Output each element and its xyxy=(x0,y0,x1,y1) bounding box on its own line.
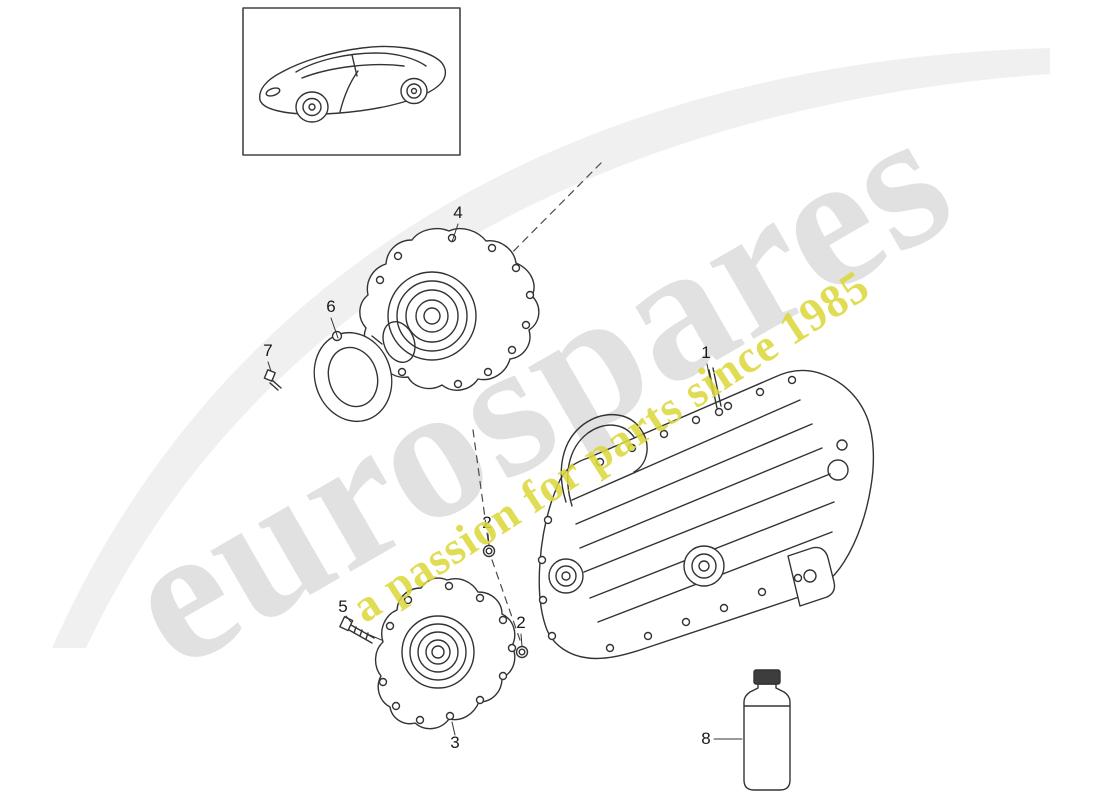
vehicle-thumbnail xyxy=(242,7,461,156)
part-transmission-case xyxy=(537,367,875,660)
leader-lines xyxy=(267,223,743,740)
callout-2-lower[interactable]: 2 xyxy=(516,613,525,632)
callout-4[interactable]: 4 xyxy=(453,203,462,222)
callout-5[interactable]: 5 xyxy=(338,597,347,616)
callout-6[interactable]: 6 xyxy=(326,297,335,316)
part-bell-housing-lower xyxy=(374,577,517,730)
callout-3[interactable]: 3 xyxy=(450,733,459,752)
callout-2-upper[interactable]: 2 xyxy=(482,513,491,532)
part-bell-housing-upper xyxy=(359,227,540,391)
part-nut-upper xyxy=(482,544,496,558)
callout-7[interactable]: 7 xyxy=(263,341,272,360)
callout-1[interactable]: 1 xyxy=(701,343,710,362)
part-nut-lower xyxy=(515,645,529,659)
part-fluid-bottle xyxy=(743,669,791,791)
part-clamp-ring xyxy=(313,330,393,423)
callout-8[interactable]: 8 xyxy=(701,729,710,748)
part-small-bolt-7 xyxy=(263,369,282,391)
